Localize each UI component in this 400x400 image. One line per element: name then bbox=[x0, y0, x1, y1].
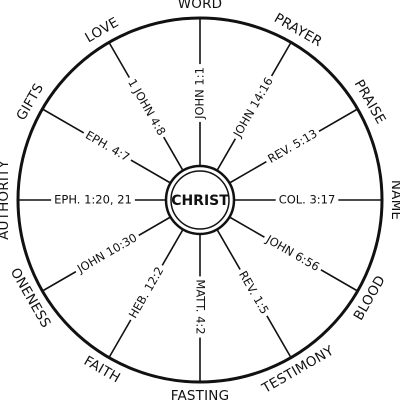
scripture-ref-backing bbox=[193, 276, 207, 338]
scripture-ref-word: JOHN 1:1 bbox=[193, 64, 207, 122]
scripture-ref-backing bbox=[262, 125, 323, 168]
scripture-ref-text: JOHN 10:30 bbox=[74, 230, 139, 276]
scripture-ref-backing bbox=[260, 231, 325, 276]
scripture-ref-text: JOHN 14:16 bbox=[230, 75, 276, 140]
scripture-ref-text: HEB. 12:2 bbox=[126, 264, 167, 320]
scripture-ref-gifts: EPH. 4:7 bbox=[80, 126, 135, 167]
scripture-ref-backing bbox=[51, 193, 135, 207]
rim-word-faith: FAITH bbox=[81, 353, 123, 386]
scripture-ref-name: COL. 3:17 bbox=[275, 193, 339, 207]
scripture-ref-backing bbox=[234, 266, 273, 320]
scripture-ref-text: 1 JOHN 4:8 bbox=[125, 76, 169, 137]
rim-word-word: WORD bbox=[178, 0, 223, 12]
scripture-ref-backing bbox=[193, 64, 207, 122]
hub-label: CHRIST bbox=[171, 193, 229, 209]
rim-word-testimony: TESTIMONY bbox=[258, 343, 337, 398]
rim-word-prayer: PRAYER bbox=[271, 10, 324, 50]
scripture-ref-text: MATT. 4:2 bbox=[194, 279, 208, 334]
scripture-ref-love: 1 JOHN 4:8 bbox=[123, 74, 170, 141]
scripture-ref-text: COL. 3:17 bbox=[279, 193, 336, 207]
scripture-ref-praise: REV. 5:13 bbox=[262, 125, 323, 168]
rim-word-love: LOVE bbox=[82, 14, 121, 46]
scripture-ref-fasting: MATT. 4:2 bbox=[193, 276, 208, 338]
scripture-ref-backing bbox=[229, 72, 278, 143]
scripture-ref-backing bbox=[123, 74, 170, 141]
rim-word-blood: BLOOD bbox=[351, 273, 389, 323]
scripture-ref-blood: JOHN 6:56 bbox=[260, 231, 325, 276]
scripture-ref-backing bbox=[275, 193, 339, 207]
scripture-ref-text: REV. 1:5 bbox=[236, 268, 272, 316]
scripture-ref-prayer: JOHN 14:16 bbox=[229, 72, 278, 143]
scripture-ref-text: JOHN 1:1 bbox=[193, 67, 207, 120]
hub-inner-ring bbox=[170, 170, 230, 230]
scripture-ref-text: EPH. 4:7 bbox=[83, 128, 132, 164]
scripture-ref-authority: EPH. 1:20, 21 bbox=[51, 193, 135, 207]
scripture-ref-text: REV. 5:13 bbox=[265, 126, 319, 166]
scripture-ref-oneness: JOHN 10:30 bbox=[72, 229, 143, 278]
scripture-ref-text: JOHN 6:56 bbox=[263, 232, 322, 274]
rim-word-authority: AUTHORITY bbox=[0, 160, 12, 240]
rim-word-gifts: GIFTS bbox=[13, 81, 47, 123]
rim-word-fasting: FASTING bbox=[171, 388, 230, 400]
scripture-ref-backing bbox=[124, 261, 169, 324]
rim-word-praise: PRAISE bbox=[351, 77, 389, 127]
rim-word-name: NAME bbox=[388, 180, 400, 220]
scripture-ref-backing bbox=[72, 229, 143, 278]
scripture-ref-faith: HEB. 12:2 bbox=[124, 261, 169, 324]
scripture-ref-text: EPH. 1:20, 21 bbox=[54, 193, 132, 207]
scripture-ref-backing bbox=[80, 126, 135, 167]
scripture-ref-testimony: REV. 1:5 bbox=[234, 266, 273, 320]
